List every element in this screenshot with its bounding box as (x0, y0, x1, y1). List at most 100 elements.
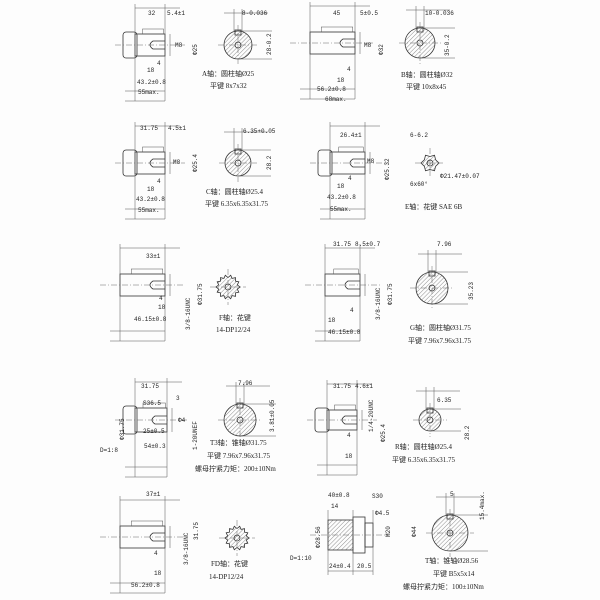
dim-label: 33±1 (146, 253, 161, 260)
caption-line: 螺母拧紧力矩：200±10Nm (195, 464, 276, 473)
dim-label: 18 (337, 77, 345, 84)
dim-label: Φ31.75 (197, 283, 204, 305)
dim-label: 4 (159, 295, 163, 302)
dim-label: Φ44 (411, 526, 418, 537)
dim-label: M8 (175, 42, 183, 49)
dim-label: 35.23 (468, 282, 475, 300)
dim-label: 45 (333, 10, 341, 17)
dim-label: 18 (158, 304, 166, 311)
panel-shaft-a: 32 5.4±1 8-0.036 Φ25 28-0.2 M8 18 4 43.2… (137, 10, 273, 96)
caption-line: 平键 7.96x7.96x31.75 (207, 451, 270, 460)
caption-line: A轴：圆柱轴Ø25 (202, 69, 255, 78)
dim-label: 7.96 (437, 241, 452, 248)
dim-label: Φ21.47±0.07 (440, 173, 480, 180)
caption-line: 平键 10x8x45 (406, 82, 447, 91)
panel-shaft-f: 33±1 3/8-16UNC Φ31.75 4 18 46.15±0.8 F轴：… (134, 253, 251, 334)
dim-label: 4 (347, 432, 351, 439)
dim-label: 32 (148, 10, 156, 17)
dim-label: 35-0.2 (444, 34, 451, 56)
dim-label: 43.2±0.8 (327, 194, 356, 201)
dim-label: D=1:10 (290, 555, 312, 562)
shaft-f-threaded-hole (149, 280, 165, 290)
caption-line: 14-DP12/24 (216, 326, 251, 334)
dim-label: 5.4±1 (167, 10, 185, 17)
dim-label: 31.75 (140, 125, 158, 132)
shaft-c-key (142, 146, 164, 153)
dim-label: 37±1 (146, 491, 161, 498)
dim-label: 31.75 (193, 522, 200, 540)
dim-label: 28.2 (464, 425, 471, 440)
caption-line: 平键 6.35x6.35x31.75 (392, 455, 455, 464)
dim-label: 26.4±1 (340, 132, 362, 139)
dim-label: 46.15±0.8 (328, 329, 361, 336)
dim-label: 4 (350, 307, 354, 314)
panel-shaft-r: 31.75 4.6±1 6.35 Φ25.4 28.2 1/4-20UNC 4 … (328, 383, 471, 499)
dim-label: 46.15±0.8 (134, 316, 167, 323)
panel-shaft-t: 14 S30 Φ4.5 Φ28.56 M20 Φ44 D=1:10 24±0.4… (290, 491, 486, 591)
shaft-f-key (131, 268, 163, 275)
dim-label: Φ25.32 (384, 158, 391, 180)
dim-label: M8 (173, 159, 181, 166)
dim-label: 4 (348, 175, 352, 182)
shaft-e-threaded-hole (349, 158, 365, 168)
dim-label: Φ25 (192, 44, 199, 55)
dim-label: Φ32 (378, 44, 385, 55)
dim-label: 24±0.4 (329, 563, 351, 570)
caption-line: FD轴：花键 (211, 559, 248, 568)
shaft-b-threaded-hole (339, 38, 355, 48)
panel-shaft-g: 31.75 8.5±0.7 7.96 Φ31.75 35.23 3/8-16UN… (328, 241, 475, 345)
shaft-a-threaded-hole (149, 40, 165, 50)
dim-label: 31.75 (141, 383, 159, 390)
shaft-g-key (333, 268, 359, 275)
panel-shaft-fd: 37±1 3/8-16UNC 31.75 4 18 56.2±0.8 FD轴：花… (131, 491, 248, 589)
drawing-shapes (100, 2, 488, 594)
shaft-a-key (142, 28, 164, 35)
caption-line: 平键 6.35x6.35x31.75 (205, 199, 268, 208)
dim-label: 3/8-16UNC (375, 287, 382, 320)
dim-label: 4 (347, 66, 351, 73)
caption-line: T轴：锥轴Ø28.56 (425, 556, 479, 565)
dim-label: 14 (331, 503, 339, 510)
dim-label: 40±0.8 (328, 492, 350, 499)
shaft-c-threaded-hole (149, 158, 165, 168)
dim-label: 31.75 (333, 383, 351, 390)
caption-line: E轴：花键 SAE 6B (405, 202, 462, 211)
caption-line: G轴：圆柱轴Ø31.75 (410, 323, 471, 332)
caption-line: B轴：圆柱轴Ø32 (401, 70, 453, 79)
dim-label: D=1:8 (100, 447, 118, 454)
dim-label: 6-6.2 (410, 132, 428, 139)
dim-label: M8 (364, 42, 372, 49)
shaft-t3-key (142, 402, 166, 409)
dim-label: 7.96 (238, 380, 253, 387)
dim-label: 56.2±0.8 (131, 582, 160, 589)
dim-label: 6x60° (410, 181, 428, 188)
dim-label: 18 (154, 570, 162, 577)
dim-label: 56.2±0.8 (317, 86, 346, 93)
dim-label: S30 (372, 493, 383, 500)
caption-line: 平键 B5x5x14 (433, 569, 475, 578)
dim-label: M20 (385, 526, 392, 537)
shaft-fd-threaded-hole (149, 532, 165, 542)
shaft-e-key (338, 146, 364, 153)
dim-label: 54±0.3 (144, 443, 166, 450)
dim-label: 6.35+0.05 (243, 128, 276, 135)
caption-line: 平键 7.96x7.96x31.75 (408, 336, 471, 345)
shaft-g-threaded-hole (344, 280, 360, 290)
dim-label: 18 (345, 453, 353, 460)
caption-line: T3轴：锥轴Ø31.75 (210, 438, 267, 447)
dim-label: 3/8-16UNC (183, 532, 190, 565)
dim-label: Φ4 (178, 417, 186, 424)
shaft-r-threaded-hole (341, 415, 357, 425)
dim-label: Φ25.4 (380, 424, 387, 442)
dim-label: 18 (328, 317, 336, 324)
dim-label: 43.2±0.8 (137, 79, 166, 86)
dim-label: M8 (367, 158, 375, 165)
dim-label: 68max. (325, 96, 347, 103)
shaft-r-key (334, 404, 356, 411)
dim-label: 3 (176, 395, 180, 402)
dim-label: 20.5 (357, 563, 372, 570)
caption-line: 14-DP12/24 (209, 573, 244, 581)
dim-label: 55max. (138, 207, 160, 214)
dim-label: 4 (157, 178, 161, 185)
